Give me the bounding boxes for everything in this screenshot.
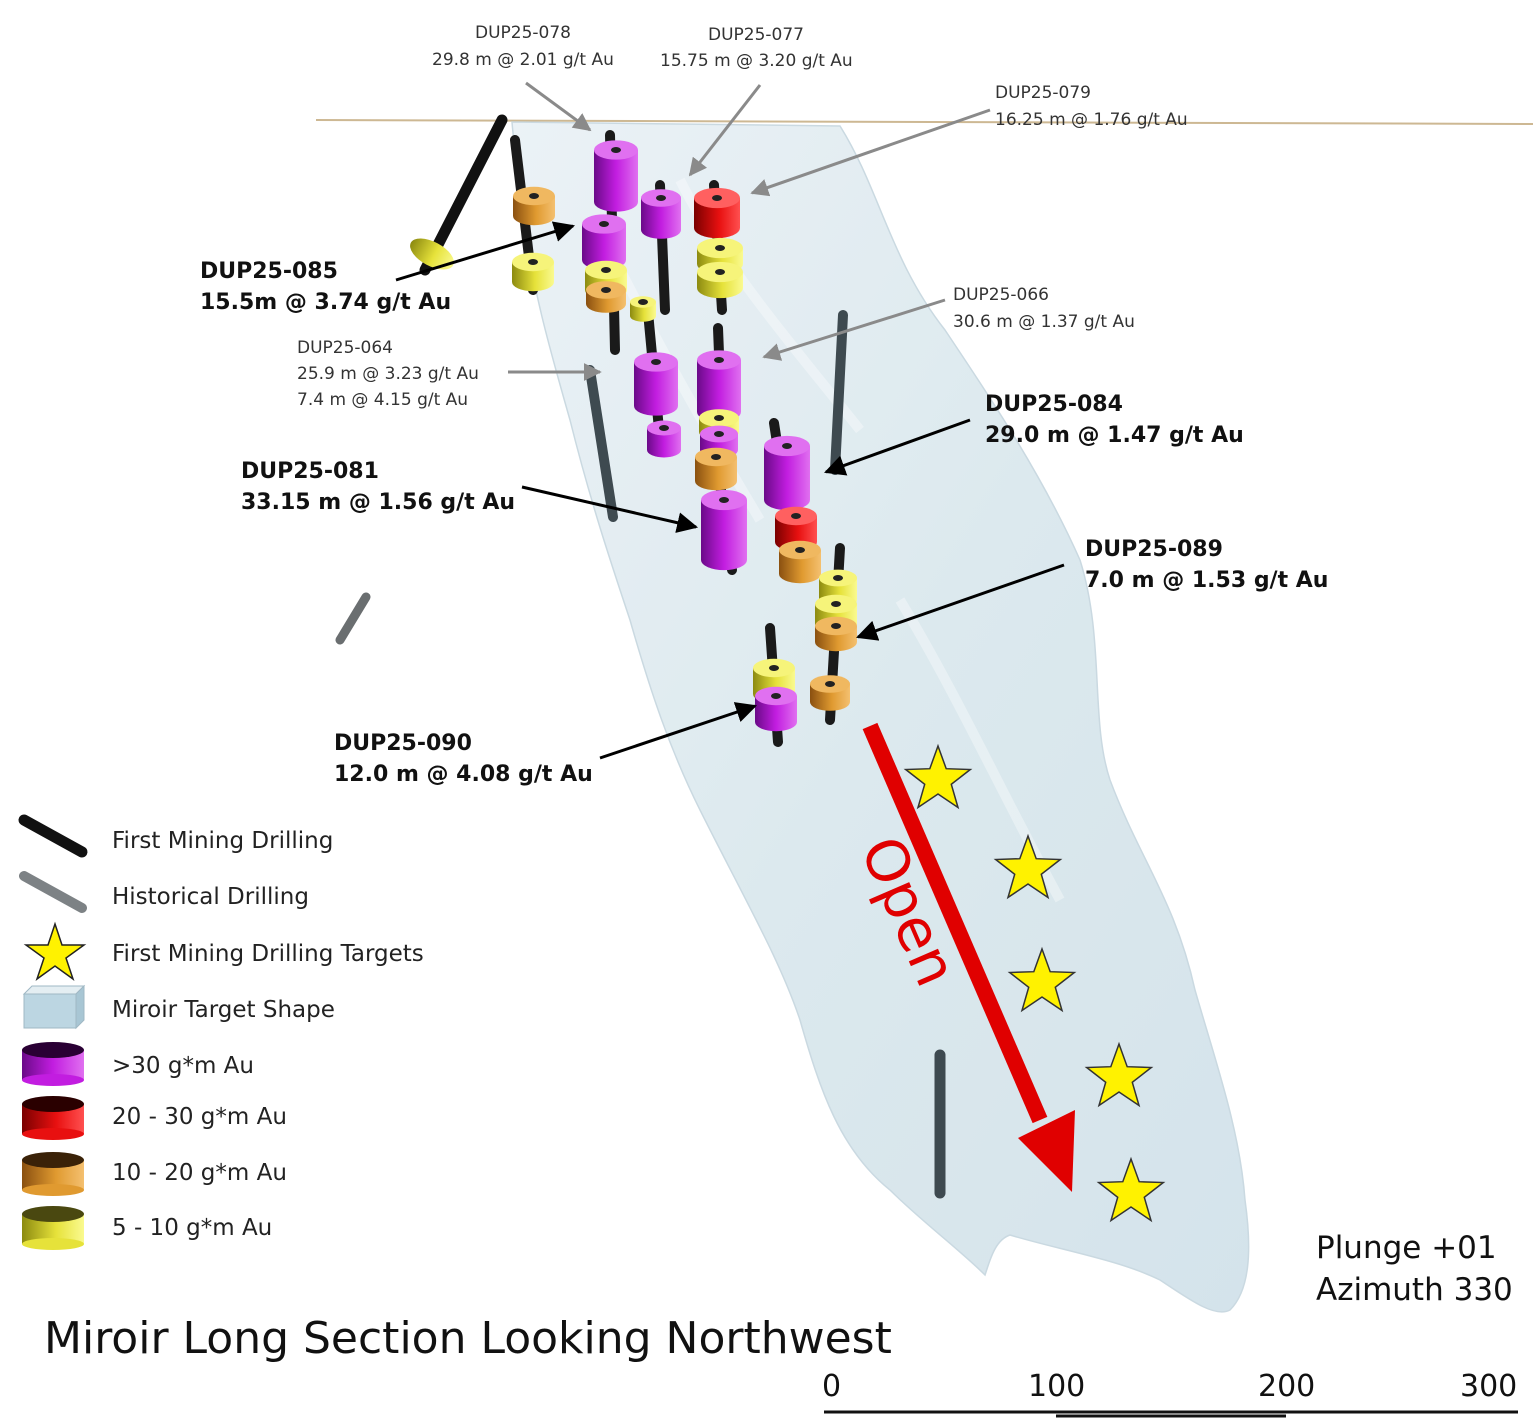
cylinder-5-10 <box>512 252 554 292</box>
hole-id: DUP25-077 <box>708 25 804 45</box>
historical-hole <box>335 592 371 645</box>
historical-hole <box>585 365 618 522</box>
arrow-079 <box>750 108 991 197</box>
target-star-icon <box>993 833 1063 900</box>
topography-line <box>315 119 1533 125</box>
legend-30-label: >30 g*m Au <box>112 1053 254 1079</box>
legend-targets-label: First Mining Drilling Targets <box>112 941 424 967</box>
hole-interval: 30.6 m @ 1.37 g/t Au <box>953 312 1135 332</box>
legend-star-icon <box>23 921 87 981</box>
cylinder-10-20 <box>815 616 857 652</box>
cylinder-10-20 <box>695 447 737 491</box>
cylinder-10-20 <box>810 675 850 711</box>
hole-interval: 16.25 m @ 1.76 g/t Au <box>995 110 1188 130</box>
legend-first-mining-swatch <box>18 814 88 858</box>
miroir-target-shape <box>511 121 1250 1313</box>
hole-interval: 15.75 m @ 3.20 g/t Au <box>660 51 853 71</box>
legend-historical-swatch <box>19 871 87 913</box>
cylinder-30-plus <box>647 420 681 458</box>
arrow-090 <box>599 702 757 760</box>
target-star-icon <box>1084 1041 1154 1108</box>
hole-interval: 12.0 m @ 4.08 g/t Au <box>334 762 593 787</box>
target-star-icon <box>1096 1156 1166 1223</box>
cylinder-5-10 <box>697 261 743 299</box>
cylinder-10-20 <box>586 281 626 313</box>
scale-tick-label: 0 <box>822 1369 841 1404</box>
cylinder-10-20 <box>513 186 555 226</box>
hole-interval: 15.5m @ 3.74 g/t Au <box>200 290 451 315</box>
callout-arrows <box>395 81 1065 760</box>
cylinder-10-20 <box>779 540 821 584</box>
arrow-085 <box>395 221 576 282</box>
scale-tick-label: 100 <box>1028 1369 1085 1404</box>
arrow-089 <box>856 563 1065 641</box>
cylinder-30-plus <box>582 214 626 270</box>
hole-id: DUP25-089 <box>1085 537 1223 562</box>
cylinder-30-plus <box>755 686 797 732</box>
target-star-icon <box>1007 946 1077 1013</box>
legend: First Mining Drilling Historical Drillin… <box>18 814 424 1250</box>
cylinder-30-plus <box>701 489 747 571</box>
cylinder-30-plus <box>764 435 810 511</box>
cylinder-5-10 <box>410 238 454 270</box>
legend-swatch-30 <box>22 1042 84 1086</box>
scale-bar: 0 100 200 300 <box>822 1369 1518 1418</box>
arrow-066 <box>762 298 946 361</box>
cylinder-30-plus <box>634 352 678 416</box>
hole-interval: 33.15 m @ 1.56 g/t Au <box>241 490 515 515</box>
hole-interval: 29.0 m @ 1.47 g/t Au <box>985 423 1244 448</box>
open-arrow <box>862 722 1075 1192</box>
legend-swatch-20 <box>22 1096 84 1140</box>
historical-drillholes <box>335 310 946 1199</box>
legend-10-label: 10 - 20 g*m Au <box>112 1160 287 1186</box>
hole-id: DUP25-081 <box>241 459 379 484</box>
hole-id: DUP25-078 <box>475 23 571 43</box>
callout-labels: DUP25-078 29.8 m @ 2.01 g/t Au DUP25-077… <box>200 23 1328 787</box>
hole-id: DUP25-090 <box>334 731 472 756</box>
scale-tick-label: 300 <box>1460 1369 1517 1404</box>
hole-interval: 7.4 m @ 4.15 g/t Au <box>297 390 468 410</box>
hole-id: DUP25-085 <box>200 259 338 284</box>
cylinder-5-10 <box>630 296 656 322</box>
legend-swatch-10 <box>22 1152 84 1196</box>
legend-shape-label: Miroir Target Shape <box>112 997 335 1023</box>
target-star-icon <box>903 743 973 810</box>
legend-first-mining-label: First Mining Drilling <box>112 828 333 854</box>
cylinder-30-plus <box>594 140 638 212</box>
hole-id: DUP25-066 <box>953 285 1049 305</box>
hole-id: DUP25-084 <box>985 392 1123 417</box>
arrow-081 <box>521 485 699 533</box>
arrow-084 <box>824 418 971 476</box>
hole-interval: 7.0 m @ 1.53 g/t Au <box>1085 568 1328 593</box>
legend-5-label: 5 - 10 g*m Au <box>112 1215 272 1241</box>
arrow-078 <box>525 81 592 132</box>
cylinder-30-plus <box>641 189 681 239</box>
legend-historical-label: Historical Drilling <box>112 884 309 910</box>
drilling-targets <box>903 743 1166 1223</box>
hole-interval: 29.8 m @ 2.01 g/t Au <box>432 50 614 70</box>
arrow-077 <box>688 84 762 177</box>
historical-hole <box>830 310 848 475</box>
azimuth-label: Azimuth 330 <box>1316 1272 1513 1308</box>
legend-shape-swatch <box>22 984 86 1030</box>
hole-id: DUP25-079 <box>995 83 1091 103</box>
scale-tick-label: 200 <box>1258 1369 1315 1404</box>
legend-20-label: 20 - 30 g*m Au <box>112 1104 287 1130</box>
grade-intervals <box>410 140 857 732</box>
cylinder-20-30 <box>694 187 740 239</box>
figure-title: Miroir Long Section Looking Northwest <box>44 1313 892 1364</box>
hole-id: DUP25-064 <box>297 338 393 358</box>
hole-interval: 25.9 m @ 3.23 g/t Au <box>297 364 479 384</box>
plunge-label: Plunge +01 <box>1316 1230 1497 1266</box>
legend-swatch-5 <box>22 1206 84 1250</box>
